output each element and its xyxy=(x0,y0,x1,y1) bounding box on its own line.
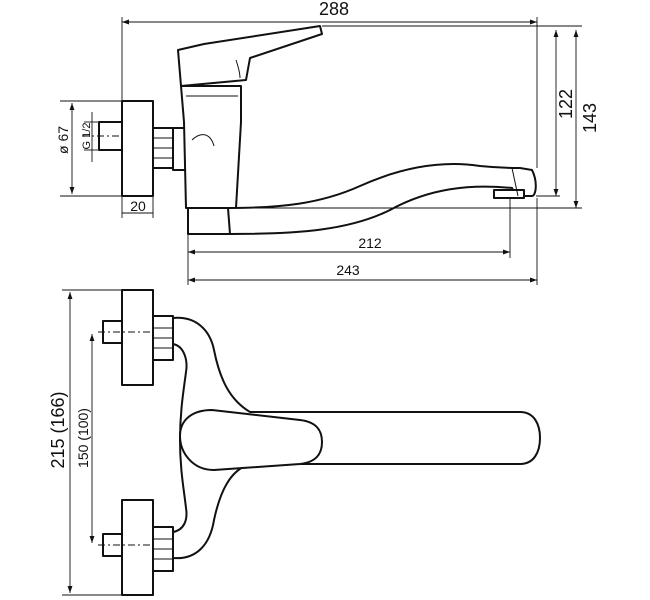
aerator xyxy=(493,189,525,199)
top-view: 215 (166) 150 (100) xyxy=(48,289,541,596)
dim-height-143: 143 xyxy=(580,103,600,133)
dim-centers-150: 150 (100) xyxy=(75,408,91,468)
dim-spout-212: 212 xyxy=(358,235,382,251)
dim-height-215: 215 (166) xyxy=(48,391,68,468)
top-body-outline xyxy=(172,316,541,560)
spout-base xyxy=(187,207,231,235)
dim-thread-g12: G 1/2 xyxy=(81,123,93,150)
dim-spout-243: 243 xyxy=(336,262,360,278)
spout xyxy=(227,163,537,235)
dim-overall-length: 288 xyxy=(319,0,349,19)
lower-flange xyxy=(121,499,154,596)
dim-height-122: 122 xyxy=(556,89,576,119)
side-view: 288 122 143 ø 67 G 1/2 20 212 243 xyxy=(55,0,600,285)
mixer-body xyxy=(180,85,242,209)
top-handle xyxy=(179,409,323,471)
dim-flange-depth: 20 xyxy=(130,198,146,214)
handle-lever xyxy=(177,25,323,87)
dim-diameter-67: ø 67 xyxy=(55,126,71,154)
wall-flange xyxy=(121,100,154,197)
upper-flange xyxy=(121,289,154,386)
